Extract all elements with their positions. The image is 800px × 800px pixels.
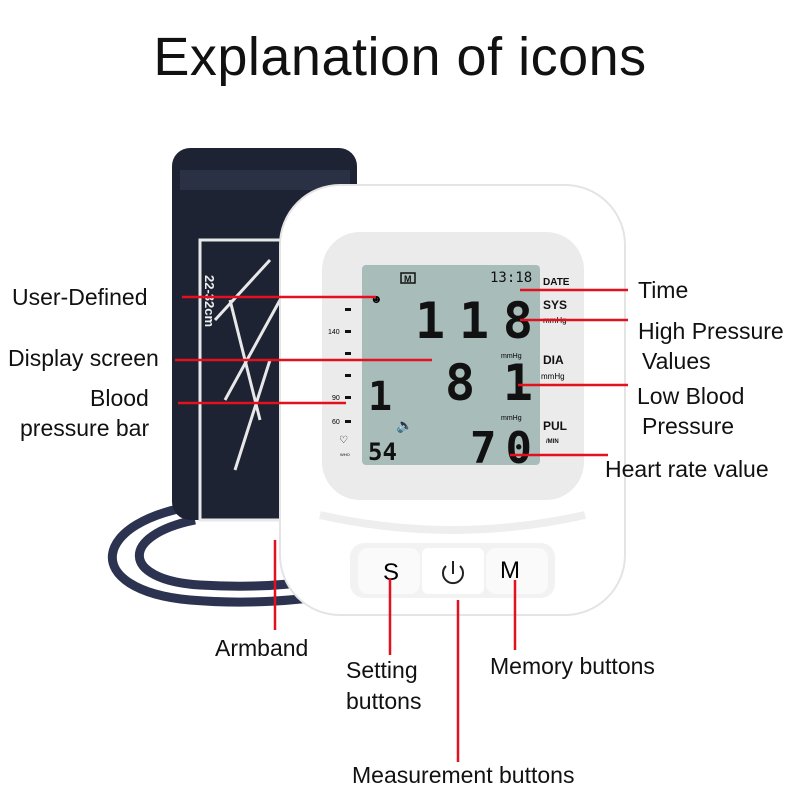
heart-icon: ♡ (339, 435, 348, 446)
power-icon (442, 561, 464, 585)
label-display-screen: Display screen (8, 345, 159, 371)
user-icon: ☻ (370, 292, 383, 306)
dia-unit: mmHg (541, 372, 565, 381)
label-user-defined: User-Defined (12, 284, 148, 310)
memory-button-label: M (500, 557, 520, 584)
label-heart-rate: Heart rate value (605, 456, 769, 482)
label-high-1: High Pressure (638, 318, 784, 344)
pul-unit: /MIN (546, 439, 559, 445)
callout-lines (175, 288, 628, 762)
label-low-1: Low Blood (637, 383, 745, 409)
label-bp-bar-2: pressure bar (20, 415, 150, 441)
label-high-2: Values (642, 348, 711, 374)
label-low-2: Pressure (642, 413, 735, 439)
who-label: WHO (340, 452, 350, 457)
label-memory: Memory buttons (490, 653, 655, 679)
scale-90: 90 (332, 395, 340, 402)
sys-label: SYS (543, 298, 567, 312)
setting-button-label: S (383, 559, 399, 586)
memory-count: 54 (368, 438, 397, 466)
pul-label: PUL (543, 419, 567, 433)
sys-value: 118 (415, 292, 533, 350)
power-button[interactable] (422, 548, 484, 594)
speaker-icon: 🔈 (396, 417, 413, 434)
bp-bar-level: 1 (368, 374, 392, 420)
label-bp-bar-1: Blood (90, 385, 149, 411)
label-setting-2: buttons (346, 688, 422, 714)
cuff-size-text: 22-32cm (202, 275, 217, 327)
label-measurement: Measurement buttons (352, 762, 575, 788)
label-time: Time (638, 277, 689, 303)
label-armband: Armband (215, 635, 309, 661)
setting-button[interactable]: S (358, 548, 420, 594)
sys-value-unit: mmHg (501, 353, 522, 360)
air-tube (108, 500, 331, 607)
scale-60: 60 (332, 419, 340, 426)
lcd-time: 13:18 (490, 270, 532, 286)
scale-140: 140 (328, 329, 340, 336)
bp-scale: 140 90 60 ♡ WHO (328, 308, 351, 457)
memory-badge: M (404, 274, 412, 284)
dia-label: DIA (543, 353, 564, 367)
label-setting-1: Setting (346, 657, 418, 683)
page-title: Explanation of icons (153, 27, 647, 87)
date-label: DATE (543, 277, 570, 288)
dia-value-unit: mmHg (501, 415, 522, 422)
memory-button[interactable]: M (486, 548, 548, 594)
display-screen (362, 265, 540, 465)
